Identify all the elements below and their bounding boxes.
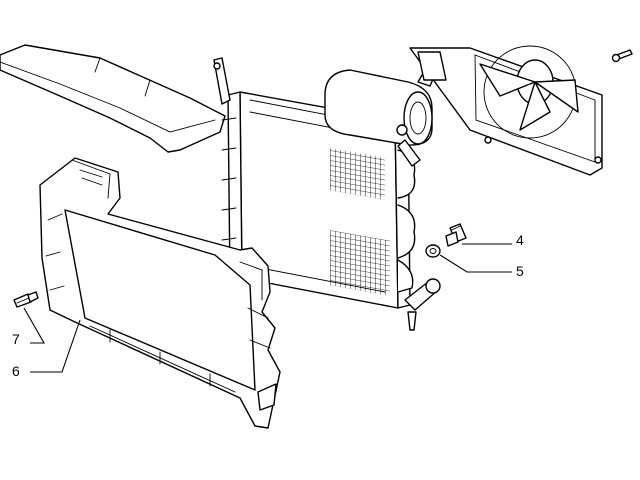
upper-deflector-panel — [0, 44, 226, 153]
callout-number-7: 7 — [12, 331, 20, 347]
callout-6: 6 — [12, 319, 81, 379]
callout-4: 4 — [462, 232, 524, 248]
expansion-tank — [324, 67, 437, 167]
callout-number-6: 6 — [12, 363, 20, 379]
cooling-fan-assembly — [409, 45, 603, 176]
temperature-sensor — [445, 223, 467, 247]
callout-number-5: 5 — [516, 263, 524, 279]
mounting-screw — [13, 291, 39, 308]
callout-5: 5 — [439, 254, 524, 279]
radiator-support-frame — [39, 157, 281, 429]
callout-number-4: 4 — [516, 232, 524, 248]
callout-7: 7 — [12, 307, 45, 347]
sealing-washer — [425, 244, 441, 258]
fan-mount-screw — [611, 49, 633, 63]
